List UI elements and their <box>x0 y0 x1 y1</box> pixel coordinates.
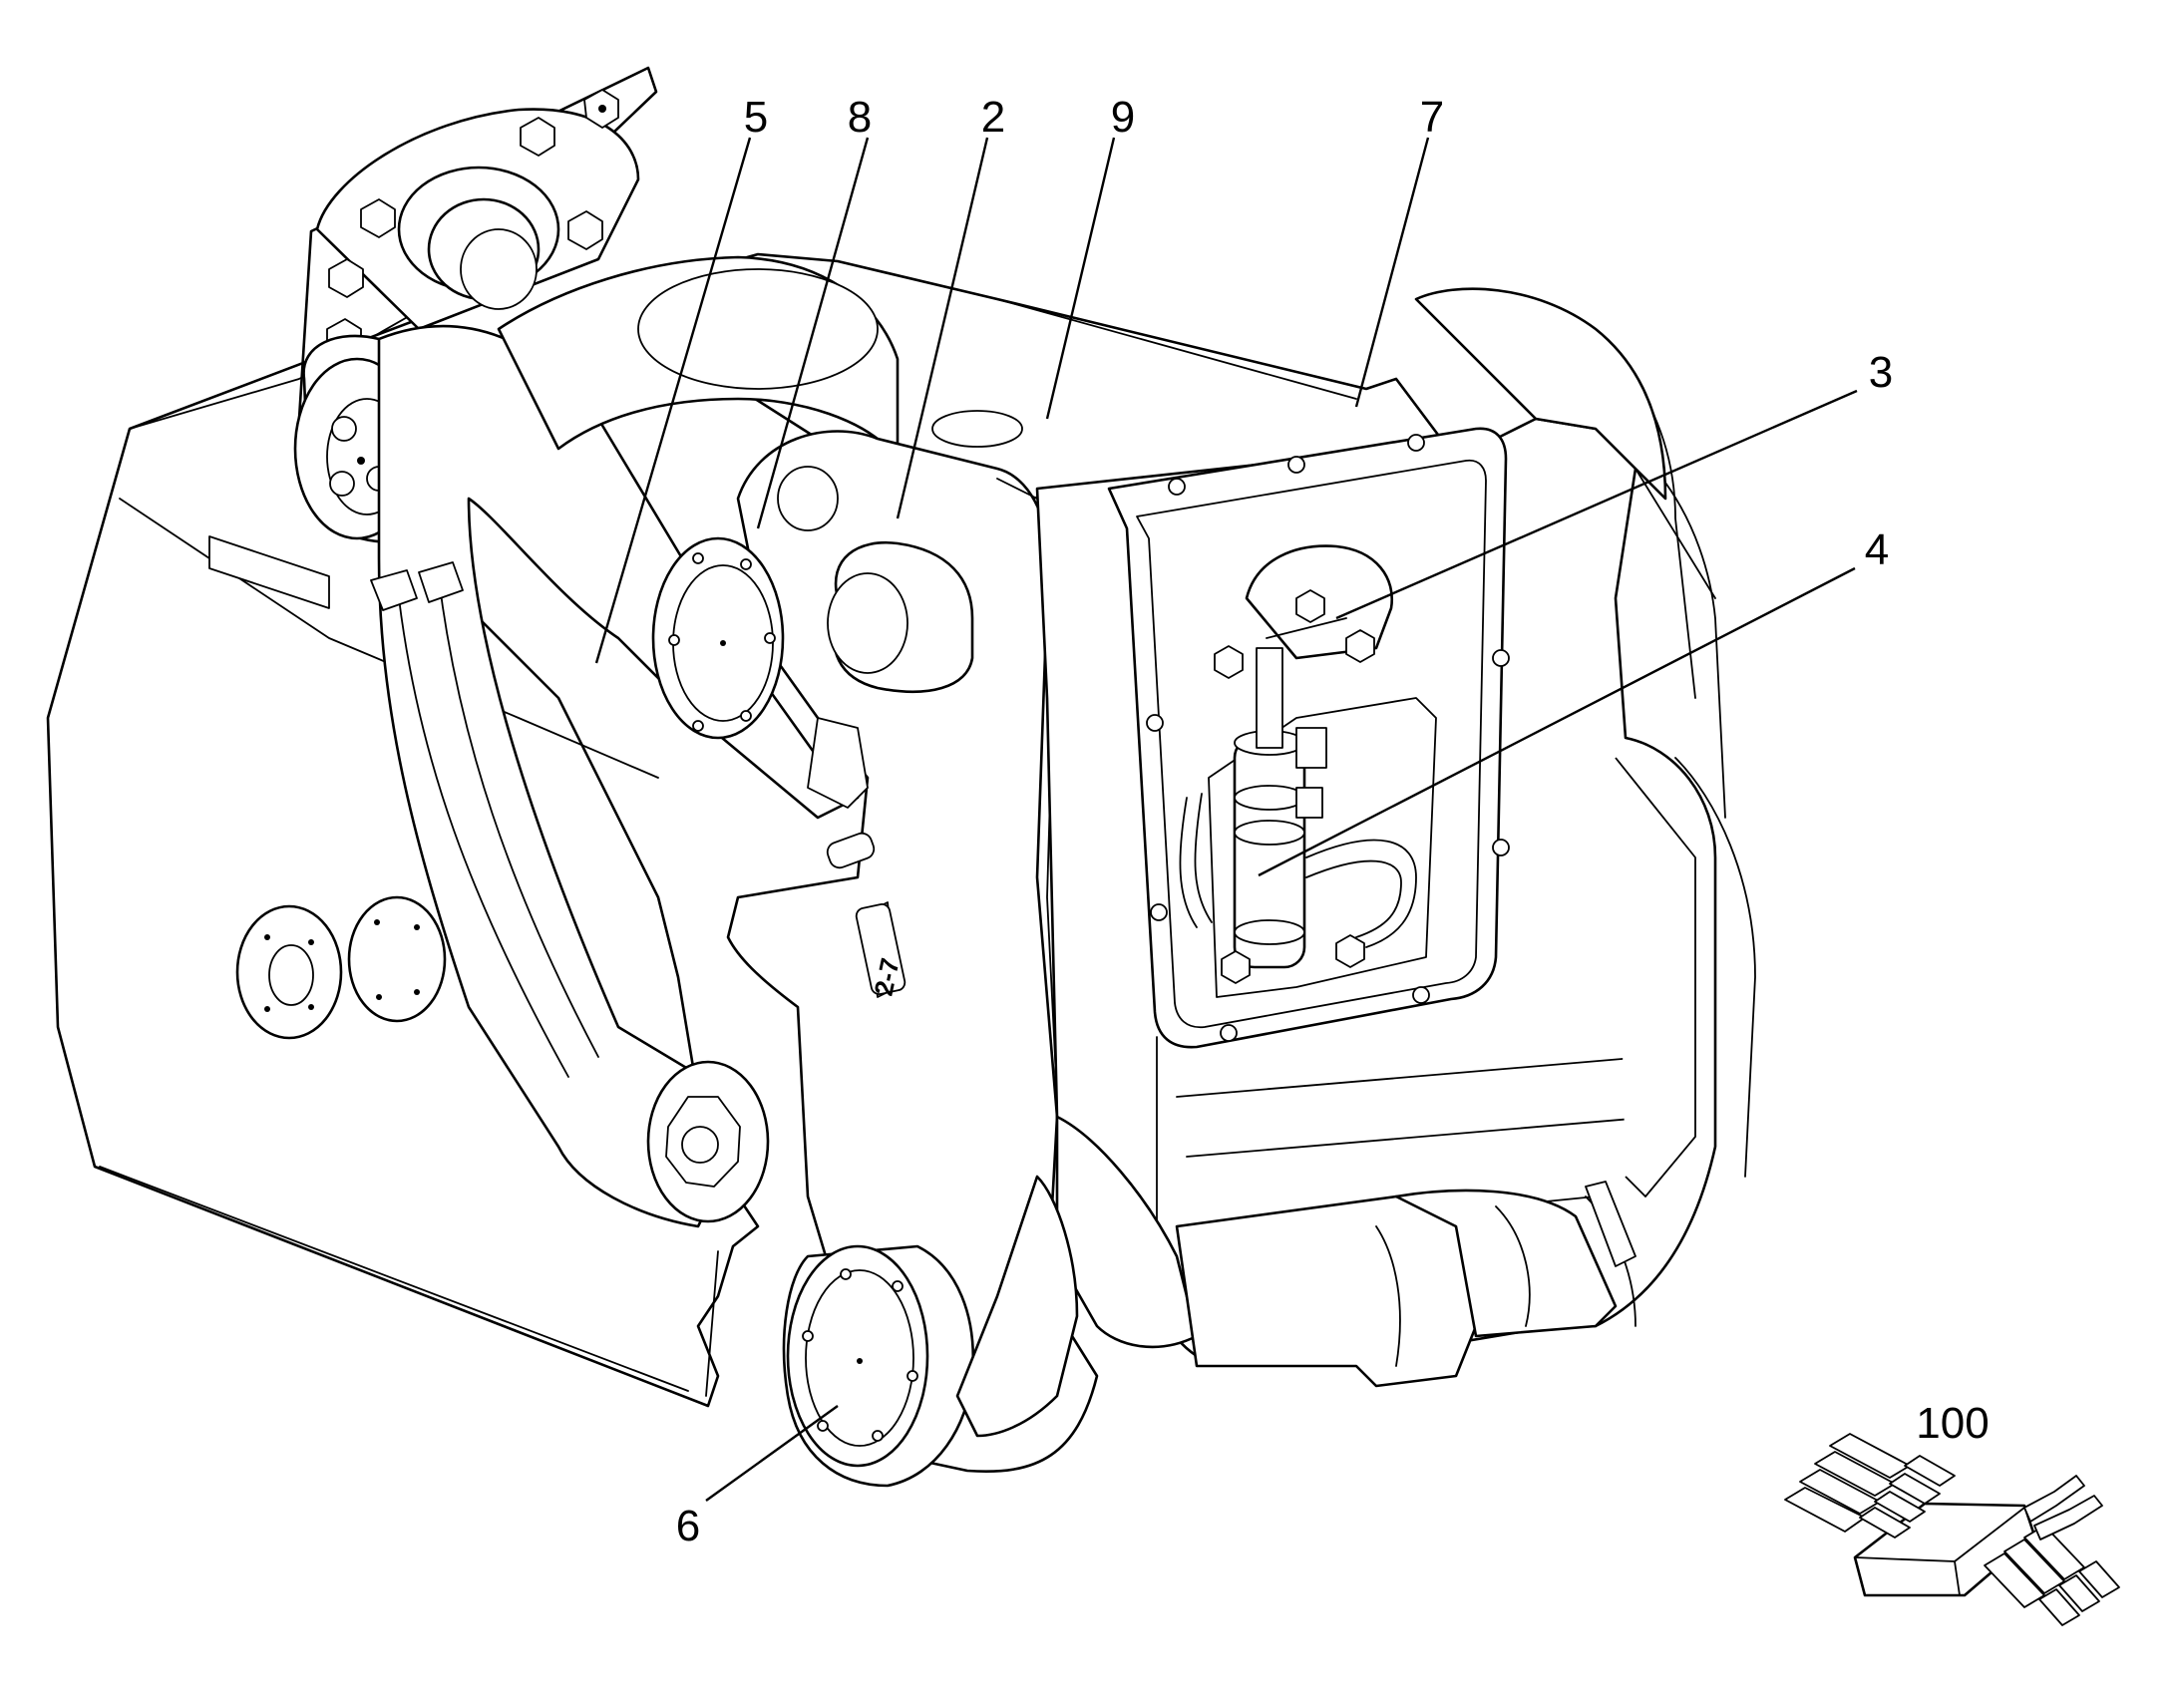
callout-6: 6 <box>676 1502 700 1550</box>
hydraulic-cylinder <box>1179 645 1417 984</box>
callout-7: 7 <box>1420 93 1444 142</box>
leader-5 <box>594 137 752 664</box>
valve-bracket <box>1245 544 1394 663</box>
leader-9 <box>1045 137 1116 420</box>
lower-jaw <box>955 1115 1636 1438</box>
return-lines <box>2023 1475 2103 1540</box>
callout-labels: 5 8 2 9 7 3 4 6 100 <box>676 93 1990 1550</box>
hose-ends-left <box>1784 1433 1956 1538</box>
lower-pivot-nut <box>646 1060 770 1223</box>
upper-pin-cover <box>651 536 785 740</box>
callout-5: 5 <box>744 93 768 142</box>
callout-100: 100 <box>1916 1399 1989 1448</box>
hose-ends-right <box>1984 1525 2120 1626</box>
top-mount-flange <box>315 89 640 358</box>
leader-7 <box>1354 137 1430 408</box>
callout-3: 3 <box>1869 348 1893 397</box>
callout-9: 9 <box>1111 93 1135 142</box>
leader-lines <box>594 137 1858 1502</box>
callout-8: 8 <box>848 93 872 142</box>
side-flanges <box>208 535 447 1040</box>
callout-2: 2 <box>981 93 1005 142</box>
leader-2 <box>896 137 989 519</box>
leader-8 <box>756 137 870 529</box>
callout-4: 4 <box>1865 525 1889 574</box>
leader-6 <box>705 1405 839 1502</box>
lower-pin-cover <box>782 1244 975 1488</box>
leader-3 <box>1335 389 1858 620</box>
manifold-inset <box>1784 1433 2120 1626</box>
leader-4 <box>1258 566 1856 877</box>
